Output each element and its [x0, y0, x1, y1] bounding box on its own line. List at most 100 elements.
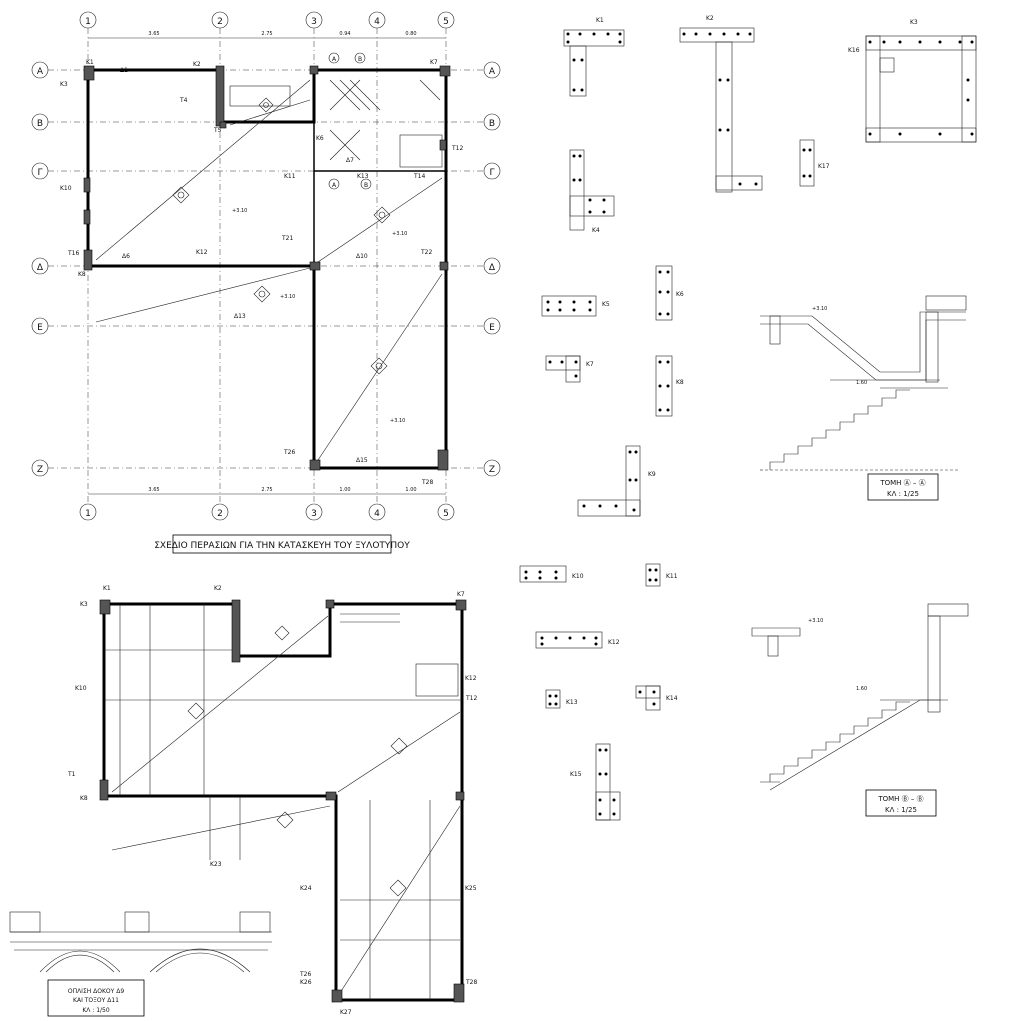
- member-label: K8: [80, 795, 88, 802]
- member-label: K24: [300, 885, 312, 892]
- member-label: K7: [457, 591, 465, 598]
- axis-label: Γ: [489, 168, 494, 178]
- bottom-plan-labels: K1 K2 K3 K7 K8 K10 K12 K23 K24 K25 K26 K…: [67, 585, 477, 1016]
- section-mark: B: [364, 182, 368, 189]
- slab-diagonals: [95, 79, 443, 461]
- dimension-value: 2.75: [261, 31, 272, 37]
- member-label: K2: [214, 585, 222, 592]
- bottom-reinforcement-plan: K1 K2 K3 K7 K8 K10 K12 K23 K24 K25 K26 K…: [67, 585, 477, 1016]
- section-label: K13: [566, 699, 578, 706]
- member-label: K2: [193, 61, 201, 68]
- section-label: K6: [676, 291, 684, 298]
- axis-label: 2: [217, 509, 223, 519]
- column-section-k15: K15: [570, 743, 621, 821]
- member-label: K3: [80, 601, 88, 608]
- plan-title: ΣΧΕΔΙΟ ΠΕΡΑΣΙΩΝ ΓΙΑ ΤΗΝ ΚΑΤΑΣΚΕΥΗ ΤΟΥ ΞΥ…: [154, 534, 410, 554]
- top-dimension-line: 3.65 2.75 0.94 0.80 3.65 2.75 1.00 1.00: [88, 31, 446, 495]
- member-label: T28: [421, 479, 433, 486]
- axis-label: 1: [85, 17, 91, 27]
- section-level: +3.10: [812, 306, 827, 312]
- section-label: K1: [596, 17, 604, 24]
- column-section-k14: K14: [635, 685, 678, 711]
- member-label: Δ15: [356, 457, 368, 464]
- dimension-value: 0.94: [339, 31, 350, 37]
- section-mark: A: [332, 182, 337, 189]
- member-label: T21: [281, 235, 293, 242]
- plan-labels: K1 K2 K7 K3 K6 K8 K10 K11 K12 K13 T4 T5 …: [60, 59, 463, 486]
- member-label: T26: [283, 449, 295, 456]
- section-label: K5: [602, 301, 610, 308]
- member-label: K3: [60, 81, 68, 88]
- section-level: 1.60: [856, 686, 867, 692]
- section-label: K7: [586, 361, 594, 368]
- top-axis-bubbles: 1 2 3 4 5: [79, 11, 455, 29]
- axis-label: B: [489, 119, 495, 129]
- section-mark: A: [332, 56, 337, 63]
- member-label: K12: [465, 675, 477, 682]
- level-label: +3.10: [280, 294, 295, 300]
- axis-label: Δ: [37, 263, 44, 273]
- member-label: K1: [103, 585, 111, 592]
- axis-label: 1: [85, 509, 91, 519]
- member-label: K26: [300, 979, 312, 986]
- member-label: K1: [86, 59, 94, 66]
- member-label: K11: [284, 173, 296, 180]
- member-label: K10: [60, 185, 72, 192]
- member-label: Δ1: [120, 67, 128, 74]
- column-section-k17: K17: [799, 139, 830, 187]
- bottom-axis-bubbles: 1 2 3 4 5: [79, 503, 455, 521]
- detail-scale: ΚΛ : 1/50: [82, 1007, 110, 1014]
- axis-label: 2: [217, 17, 223, 27]
- section-scale: ΚΛ : 1/25: [887, 490, 919, 498]
- dimension-value: 3.65: [148, 487, 159, 493]
- member-label: T1: [67, 771, 76, 778]
- slab-markers: [172, 97, 391, 375]
- column-section-k8: K8: [655, 355, 684, 417]
- section-label: K16: [848, 47, 860, 54]
- axis-label: Γ: [37, 168, 42, 178]
- axis-label: Δ: [489, 263, 496, 273]
- section-level: +3.10: [808, 618, 823, 624]
- dimension-value: 1.00: [405, 487, 416, 493]
- member-label: K8: [78, 271, 86, 278]
- member-label: K10: [75, 685, 87, 692]
- beam-arch-detail: ΟΠΛΙΣΗ ΔΟΚΟΥ Δ9 ΚΑΙ ΤΟΞΟΥ Δ11 ΚΛ : 1/50: [9, 911, 272, 1017]
- axis-label: 3: [311, 17, 317, 27]
- slab-outline: [86, 68, 448, 470]
- section-label: K15: [570, 771, 582, 778]
- member-label: T4: [179, 97, 188, 104]
- member-label: K27: [340, 1009, 352, 1016]
- member-label: Δ6: [122, 253, 130, 260]
- member-label: T26: [299, 971, 311, 978]
- axis-label: Z: [37, 465, 43, 475]
- level-label: +3.10: [232, 208, 247, 214]
- column-section-k3: K3: [865, 19, 977, 143]
- member-label: K13: [357, 173, 369, 180]
- section-label: K11: [666, 573, 678, 580]
- dimension-value: 0.80: [405, 31, 416, 37]
- level-label: +3.10: [390, 418, 405, 424]
- axis-label: B: [37, 119, 43, 129]
- column-section-k1: K1: [563, 17, 625, 97]
- column-section-k9: K9: [577, 445, 656, 517]
- axis-label: 5: [443, 17, 449, 27]
- column-section-k4: K4: [569, 149, 615, 234]
- axis-label: A: [37, 67, 44, 77]
- axis-label: 5: [443, 509, 449, 519]
- detail-title-2: ΚΑΙ ΤΟΞΟΥ Δ11: [73, 997, 119, 1004]
- axis-label: Z: [489, 465, 495, 475]
- column-section-k16: K16: [848, 47, 895, 73]
- member-label: T12: [465, 695, 477, 702]
- right-axis-bubbles: A B Γ Δ E Z: [483, 61, 501, 477]
- member-label: Δ10: [356, 253, 368, 260]
- axis-label: A: [489, 67, 496, 77]
- detail-title-1: ΟΠΛΙΣΗ ΔΟΚΟΥ Δ9: [68, 988, 124, 995]
- member-label: K25: [465, 885, 477, 892]
- column-section-k2: K2: [679, 15, 763, 193]
- column-section-k13: K13: [545, 689, 578, 709]
- member-label: K12: [196, 249, 208, 256]
- section-level: 1.60: [856, 380, 867, 386]
- section-label: K8: [676, 379, 684, 386]
- axis-label: 4: [374, 17, 380, 27]
- column-section-k6: K6: [655, 265, 684, 321]
